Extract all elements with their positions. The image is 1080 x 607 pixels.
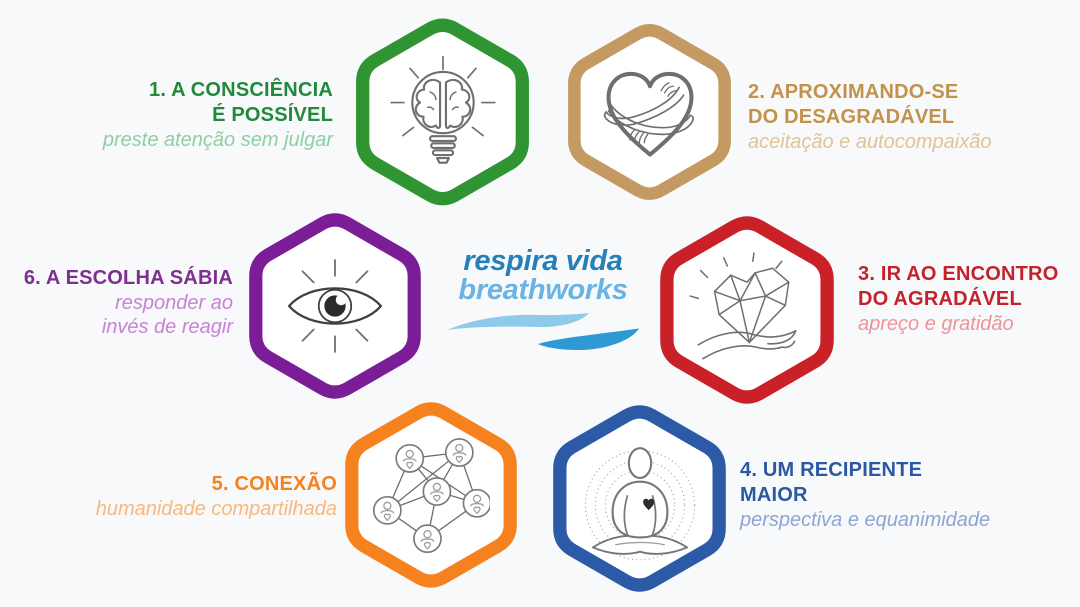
step-subtitle-line: invés de reagir	[101, 316, 233, 338]
hexagon-frame	[660, 216, 834, 404]
step-subtitle-line: apreço e gratidão	[858, 313, 1014, 335]
step-subtitle-line: responder ao	[115, 292, 233, 314]
lightbulb-brain-icon	[389, 55, 496, 164]
hexagon-frame	[345, 402, 517, 588]
step-4-label: 4. UM RECIPIENTE MAIOR perspectiva e equ…	[740, 458, 1040, 532]
hexagon-frame	[568, 24, 731, 200]
geometric-heart-hand-icon	[689, 252, 797, 360]
step-2-label: 2. APROXIMANDO-SE DO DESAGRADÁVEL aceita…	[748, 80, 1020, 154]
step-3-label: 3. IR AO ENCONTRO DO AGRADÁVEL apreço e …	[858, 262, 1078, 336]
step-1-label: 1. A CONSCIÊNCIA É POSSÍVEL preste atenç…	[88, 78, 333, 152]
eye-icon	[287, 259, 383, 353]
step-title-line: DO DESAGRADÁVEL	[748, 106, 955, 128]
hexagon-frame	[356, 18, 529, 206]
hexagon-badge-gold	[566, 22, 733, 202]
step-title-line: DO AGRADÁVEL	[858, 288, 1022, 310]
step-6-label: 6. A ESCOLHA SÁBIA responder ao invés de…	[18, 266, 233, 339]
logo-line-1: respira vida	[463, 245, 623, 277]
step-title-line: 1. A CONSCIÊNCIA	[149, 79, 333, 101]
step-5-label: 5. CONEXÃO humanidade compartilhada	[50, 472, 337, 521]
hexagon-badge-purple	[247, 211, 423, 401]
step-title-line: É POSSÍVEL	[212, 104, 333, 126]
hugging-heart-icon	[603, 71, 694, 157]
people-network-icon	[372, 438, 490, 554]
step-title-line: 3. IR AO ENCONTRO	[858, 263, 1059, 285]
meditating-person-icon	[584, 446, 695, 560]
logo-line-2: breathworks	[458, 274, 628, 306]
step-subtitle-line: preste atenção sem julgar	[102, 129, 333, 151]
hexagon-badge-green	[352, 18, 533, 206]
hexagon-badge-orange	[343, 401, 519, 589]
step-title-line: 6. A ESCOLHA SÁBIA	[23, 267, 233, 289]
hexagon-badge-blue	[551, 402, 728, 595]
step-title-line: 4. UM RECIPIENTE	[740, 459, 923, 481]
hexagon-badge-red	[658, 212, 836, 408]
wave-swoosh-icon	[447, 313, 639, 351]
step-subtitle-line: humanidade compartilhada	[95, 498, 337, 520]
step-title-line: 2. APROXIMANDO-SE	[748, 81, 959, 103]
step-title-line: 5. CONEXÃO	[211, 473, 337, 495]
step-title-line: MAIOR	[740, 484, 808, 506]
hexagon-frame	[249, 213, 421, 399]
logo: respira vida breathworks	[443, 247, 643, 353]
step-subtitle-line: aceitação e autocompaixão	[748, 131, 992, 153]
hexagon-frame	[553, 405, 726, 592]
step-subtitle-line: perspectiva e equanimidade	[740, 509, 991, 531]
